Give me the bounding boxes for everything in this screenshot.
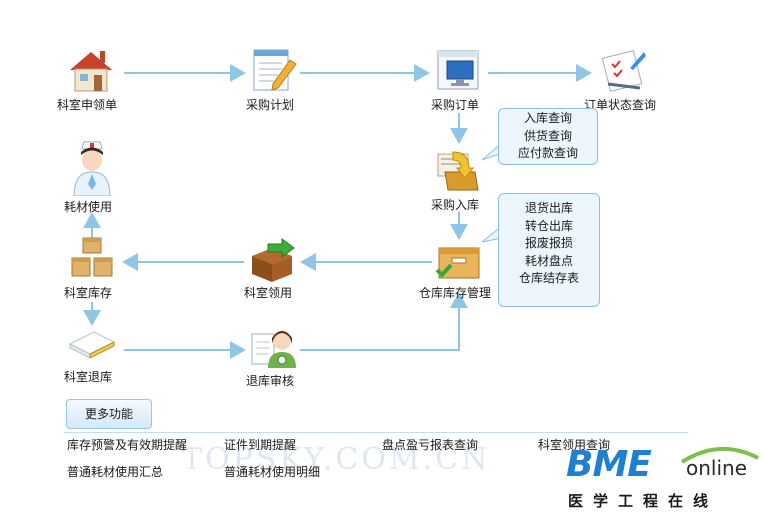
node-label: 耗材使用: [63, 200, 112, 214]
node-label: 科室申领单: [56, 98, 117, 112]
stock-warning-link[interactable]: 库存预警及有效期提醒: [67, 438, 188, 452]
house-icon: [70, 51, 112, 92]
node-material-usage[interactable]: 耗材使用: [64, 140, 116, 214]
node-label: 仓库库存管理: [418, 286, 491, 300]
scrap-loss-link[interactable]: 报废报损: [524, 236, 573, 250]
node-purchase-inbound[interactable]: 采购入库: [431, 150, 483, 212]
node-dept-return[interactable]: 科室退库: [64, 328, 116, 384]
divider: [64, 432, 688, 433]
logo-online: online: [686, 456, 748, 480]
stocktake-link[interactable]: 耗材盘点: [524, 253, 573, 268]
logo-subtitle: 医学工程在线: [568, 492, 719, 510]
return-outbound-link[interactable]: 退货出库: [524, 201, 573, 215]
box-arrow-icon: [252, 238, 295, 282]
callout-pointer: [482, 143, 502, 161]
logo-bme: BME: [566, 444, 652, 485]
inbound-query-link[interactable]: 入库查询: [523, 111, 572, 125]
node-purchase-plan[interactable]: 采购计划: [246, 48, 298, 112]
watermark: TOPSKY.COM.CN: [182, 442, 491, 477]
node-dept-stock[interactable]: 科室库存: [64, 236, 116, 300]
stocktake-report-link[interactable]: 盘点盈亏报表查询: [382, 438, 479, 452]
node-label: 采购订单: [430, 98, 479, 112]
paper-stack-icon: [68, 331, 116, 359]
usage-detail-link[interactable]: 普通耗材使用明细: [224, 465, 321, 479]
node-label: 科室领用: [243, 286, 292, 300]
node-label: 科室退库: [63, 370, 112, 384]
node-purchase-order[interactable]: 采购订单: [431, 48, 483, 112]
node-label: 订单状态查询: [583, 98, 656, 112]
inbound-box-icon: [437, 151, 479, 191]
node-order-status[interactable]: 订单状态查询: [584, 48, 656, 112]
inbound-query-panel: 入库查询 供货查询 应付款查询: [498, 108, 598, 165]
dept-receive-query-link[interactable]: 科室领用查询: [538, 438, 611, 452]
callout-pointer: [482, 226, 502, 243]
cert-expiry-link[interactable]: 证件到期提醒: [224, 438, 297, 452]
node-dept-apply[interactable]: 科室申领单: [57, 48, 117, 112]
node-label: 退库审核: [245, 374, 294, 388]
supply-query-link[interactable]: 供货查询: [523, 128, 572, 143]
node-label: 采购计划: [245, 98, 294, 112]
node-dept-receive[interactable]: 科室领用: [244, 238, 296, 300]
logo-swoosh-icon: [680, 447, 759, 464]
node-label: 科室库存: [63, 286, 112, 300]
nurse-icon: [73, 141, 111, 197]
usage-summary-link[interactable]: 普通耗材使用汇总: [67, 465, 164, 479]
stock-balance-link[interactable]: 仓库结存表: [518, 271, 579, 285]
node-warehouse[interactable]: 仓库库存管理: [419, 242, 491, 300]
warehouse-action-panel: 退货出库 转仓出库 报废报损 耗材盘点 仓库结存表: [498, 193, 600, 307]
warehouse-drawer-icon: [435, 247, 480, 279]
node-label: 采购入库: [430, 198, 479, 212]
node-return-review[interactable]: 退库审核: [246, 324, 298, 388]
plan-pencil-icon: [253, 49, 297, 91]
more-functions-button[interactable]: 更多功能: [66, 399, 152, 429]
reviewer-icon: [251, 330, 296, 368]
order-monitor-icon: [437, 50, 479, 90]
transfer-outbound-link[interactable]: 转仓出库: [524, 218, 573, 233]
boxes-icon: [71, 237, 113, 277]
checklist-icon: [601, 50, 646, 92]
payable-query-link[interactable]: 应付款查询: [517, 146, 578, 160]
